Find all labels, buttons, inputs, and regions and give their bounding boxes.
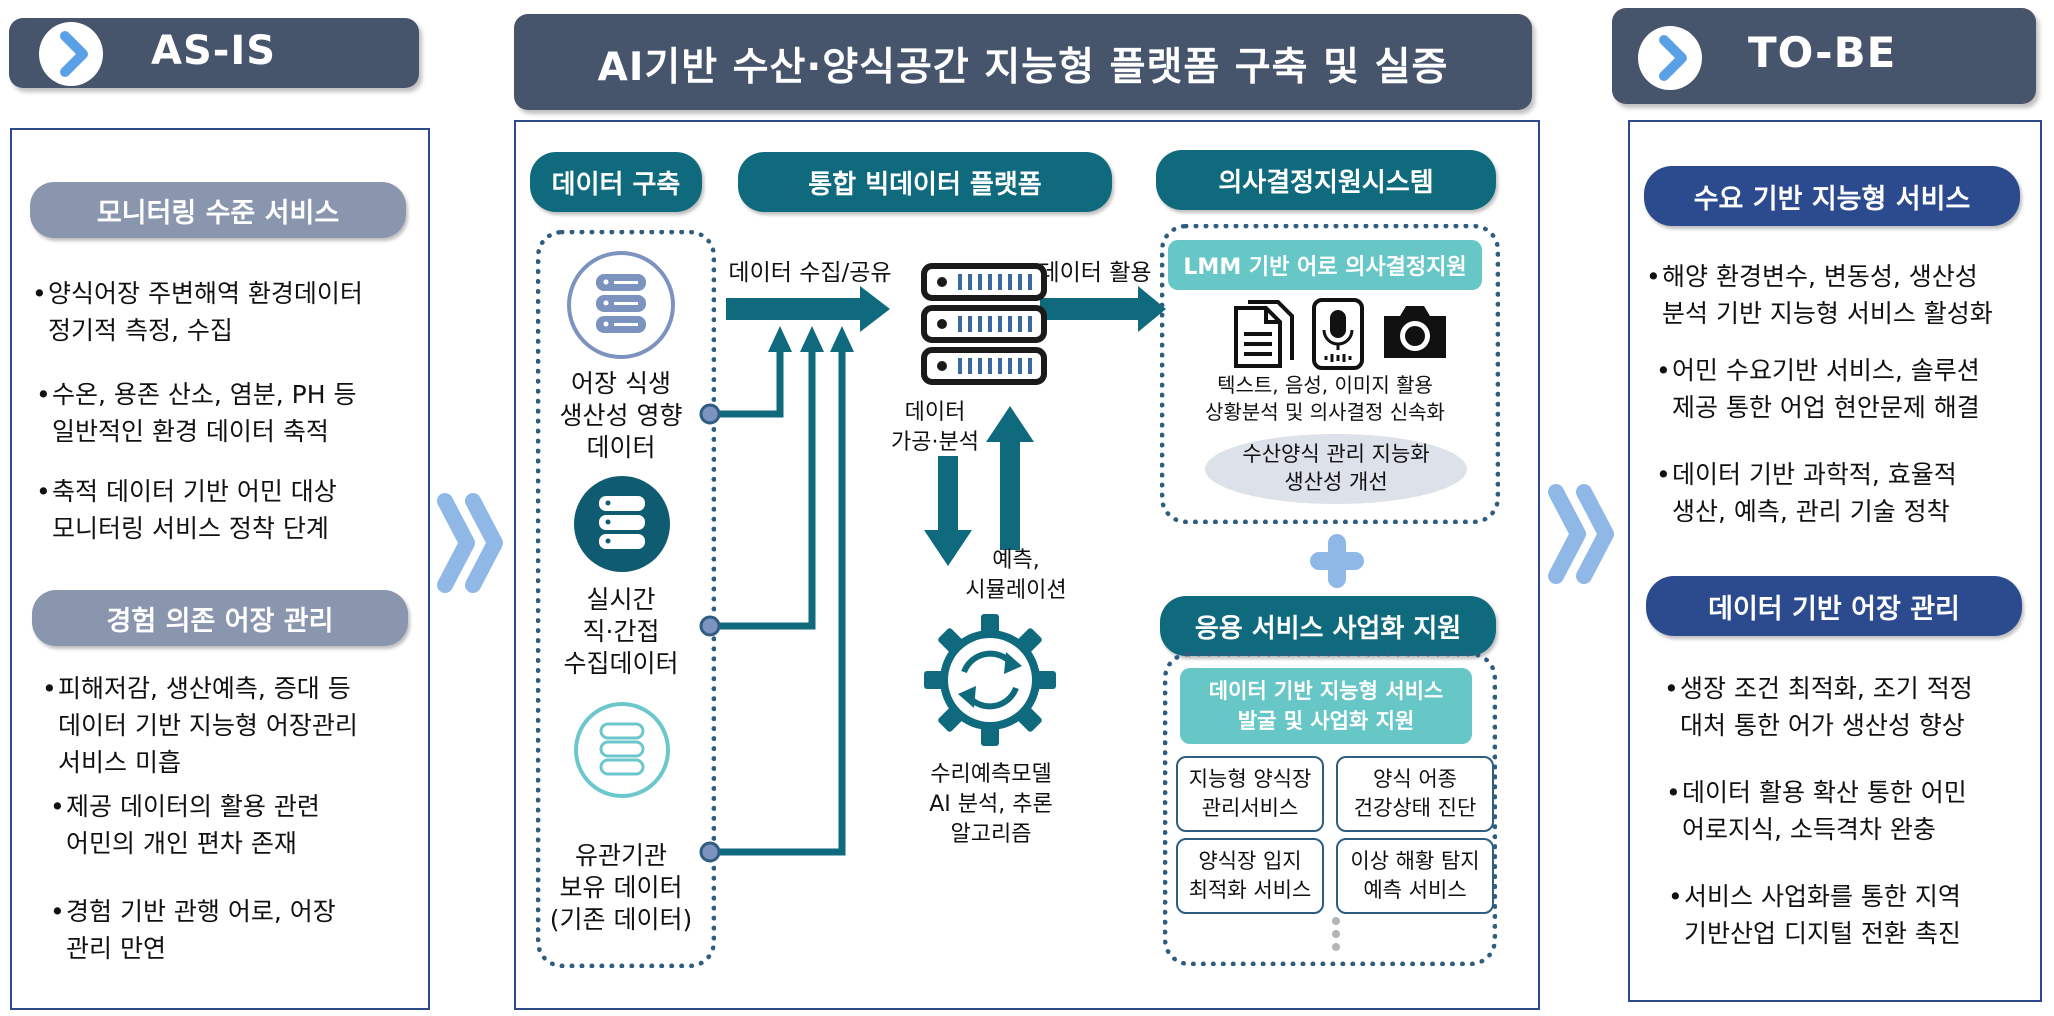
lmm-banner: LMM 기반 어로 의사결정지원: [1168, 240, 1482, 290]
center-title: AI기반 수산·양식공간 지능형 플랫폼 구축 및 실증: [597, 45, 1449, 90]
data-build-title: 데이터 구축: [530, 152, 702, 212]
microphone-icon: [1312, 298, 1364, 370]
database-icon: [574, 702, 670, 798]
dss-title: 의사결정지원시스템: [1156, 150, 1496, 210]
document-icon: [1234, 300, 1294, 368]
to-be-title: TO-BE: [1748, 28, 1897, 77]
chevron-right-icon: [39, 22, 103, 86]
plus-icon: [1310, 534, 1364, 588]
database-icon: [567, 251, 675, 359]
chevron-right-icon: [1638, 26, 1702, 90]
to-be-header: TO-BE: [1612, 8, 2036, 104]
camera-icon: [1384, 306, 1446, 358]
double-chevron-right-icon: [1548, 484, 1614, 584]
platform-title: 통합 빅데이터 플랫폼: [738, 152, 1112, 212]
gear-refresh-icon: [924, 614, 1056, 746]
as-is-section1-title: 모니터링 수준 서비스: [30, 182, 406, 238]
as-is-panel: [10, 128, 430, 1010]
as-is-item: 경험 기반 관행 어로, 어장관리 만연: [50, 893, 416, 967]
to-be-section2-title: 데이터 기반 어장 관리: [1646, 576, 2022, 636]
more-dots-icon: [1332, 917, 1340, 951]
biz-title: 응용 서비스 사업화 지원: [1160, 596, 1496, 656]
as-is-section2-title: 경험 의존 어장 관리: [32, 590, 408, 646]
center-header: AI기반 수산·양식공간 지능형 플랫폼 구축 및 실증: [514, 14, 1532, 110]
biz-box: [1163, 652, 1497, 966]
to-be-panel: [1628, 120, 2042, 1002]
data-use-label: 데이터 활용: [1038, 260, 1152, 286]
double-chevron-right-icon: [437, 493, 503, 593]
as-is-title: AS-IS: [151, 28, 277, 74]
server-icon: [921, 263, 1047, 385]
to-be-section1-title: 수요 기반 지능형 서비스: [1644, 166, 2020, 226]
collect-share-label: 데이터 수집/공유: [728, 260, 892, 286]
database-icon: [574, 476, 670, 572]
dss-box: [1160, 224, 1500, 524]
as-is-header: AS-IS: [9, 18, 419, 88]
prediction-simulation-label: 예측,시뮬레이션: [965, 548, 1067, 603]
